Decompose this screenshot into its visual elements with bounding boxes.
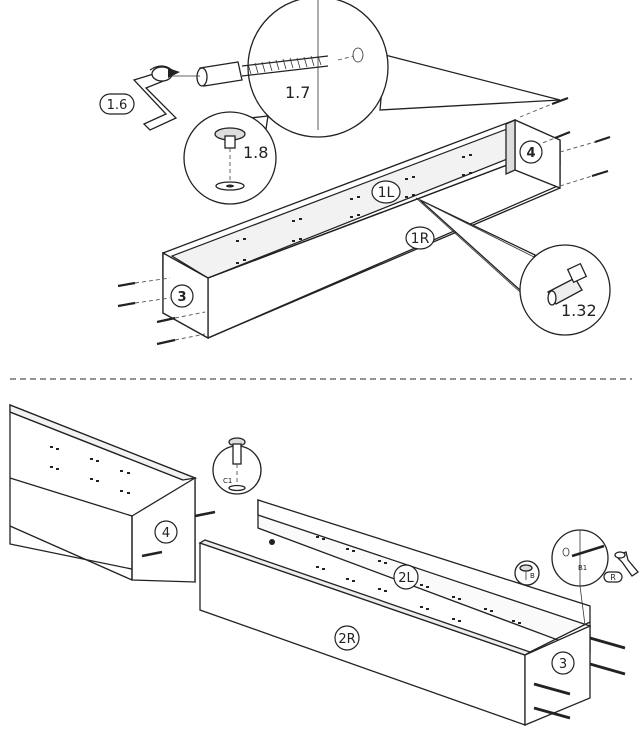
cam-b-label: B — [530, 572, 535, 580]
right-end-screws — [519, 96, 611, 187]
panel-2l-label: 2L — [398, 571, 414, 586]
end-panel-3-bottom — [524, 624, 591, 726]
right-end-screws-bottom — [533, 636, 626, 720]
panel-1r-badge — [405, 226, 435, 250]
end-3-bottom-label: 3 — [559, 657, 567, 672]
tool-label: 1.6 — [107, 98, 128, 113]
cam-detail-callout — [183, 111, 277, 205]
tool-r-label: R — [610, 573, 616, 582]
panel-1l-label: 1L — [378, 185, 395, 201]
screw-b1-callout — [551, 529, 609, 626]
back-panel-holes — [236, 154, 472, 264]
panel-1r-label: 1R — [411, 231, 430, 247]
end-4-badge — [519, 140, 543, 164]
bottom-assembly-step: 4 C1 — [9, 404, 639, 726]
panel-2r-badge — [334, 625, 360, 651]
screw-label: 1.7 — [285, 83, 310, 102]
panel-2r-label: 2R — [338, 632, 355, 647]
end-4-label: 4 — [526, 146, 535, 161]
end-3-bottom-badge — [551, 651, 575, 675]
hex-key-tool-icon — [132, 65, 180, 131]
dowel-detail-callout — [415, 197, 611, 336]
cam-b-callout — [514, 560, 540, 586]
left-box-section — [9, 404, 216, 583]
cam-lock-icon — [214, 127, 246, 191]
cam-c1-label: C1 — [223, 477, 232, 485]
panel-1l-badge — [371, 180, 401, 204]
panel-2l-badge — [393, 564, 419, 590]
hex-key-tool-small-icon — [614, 551, 639, 577]
cam-c1-callout — [212, 437, 262, 495]
end-3-badge — [170, 284, 194, 308]
tool-label-badge — [99, 93, 135, 115]
left-end-screws — [117, 277, 206, 346]
dowel-icon — [547, 262, 588, 306]
dowel-label: 1.32 — [561, 301, 597, 320]
top-assembly-step: 1.6 1.7 1.8 1L 1R 3 4 1.32 — [99, 0, 611, 346]
end-4-bottom-label: 4 — [162, 526, 170, 541]
screw-icon — [196, 55, 329, 87]
screw-detail-callout — [196, 0, 561, 138]
screw-b1-label: B1 — [578, 564, 587, 572]
end-3-label: 3 — [177, 290, 186, 305]
end-4-bottom-badge — [154, 520, 178, 544]
tool-r-badge — [603, 571, 623, 583]
cam-label: 1.8 — [243, 143, 268, 162]
